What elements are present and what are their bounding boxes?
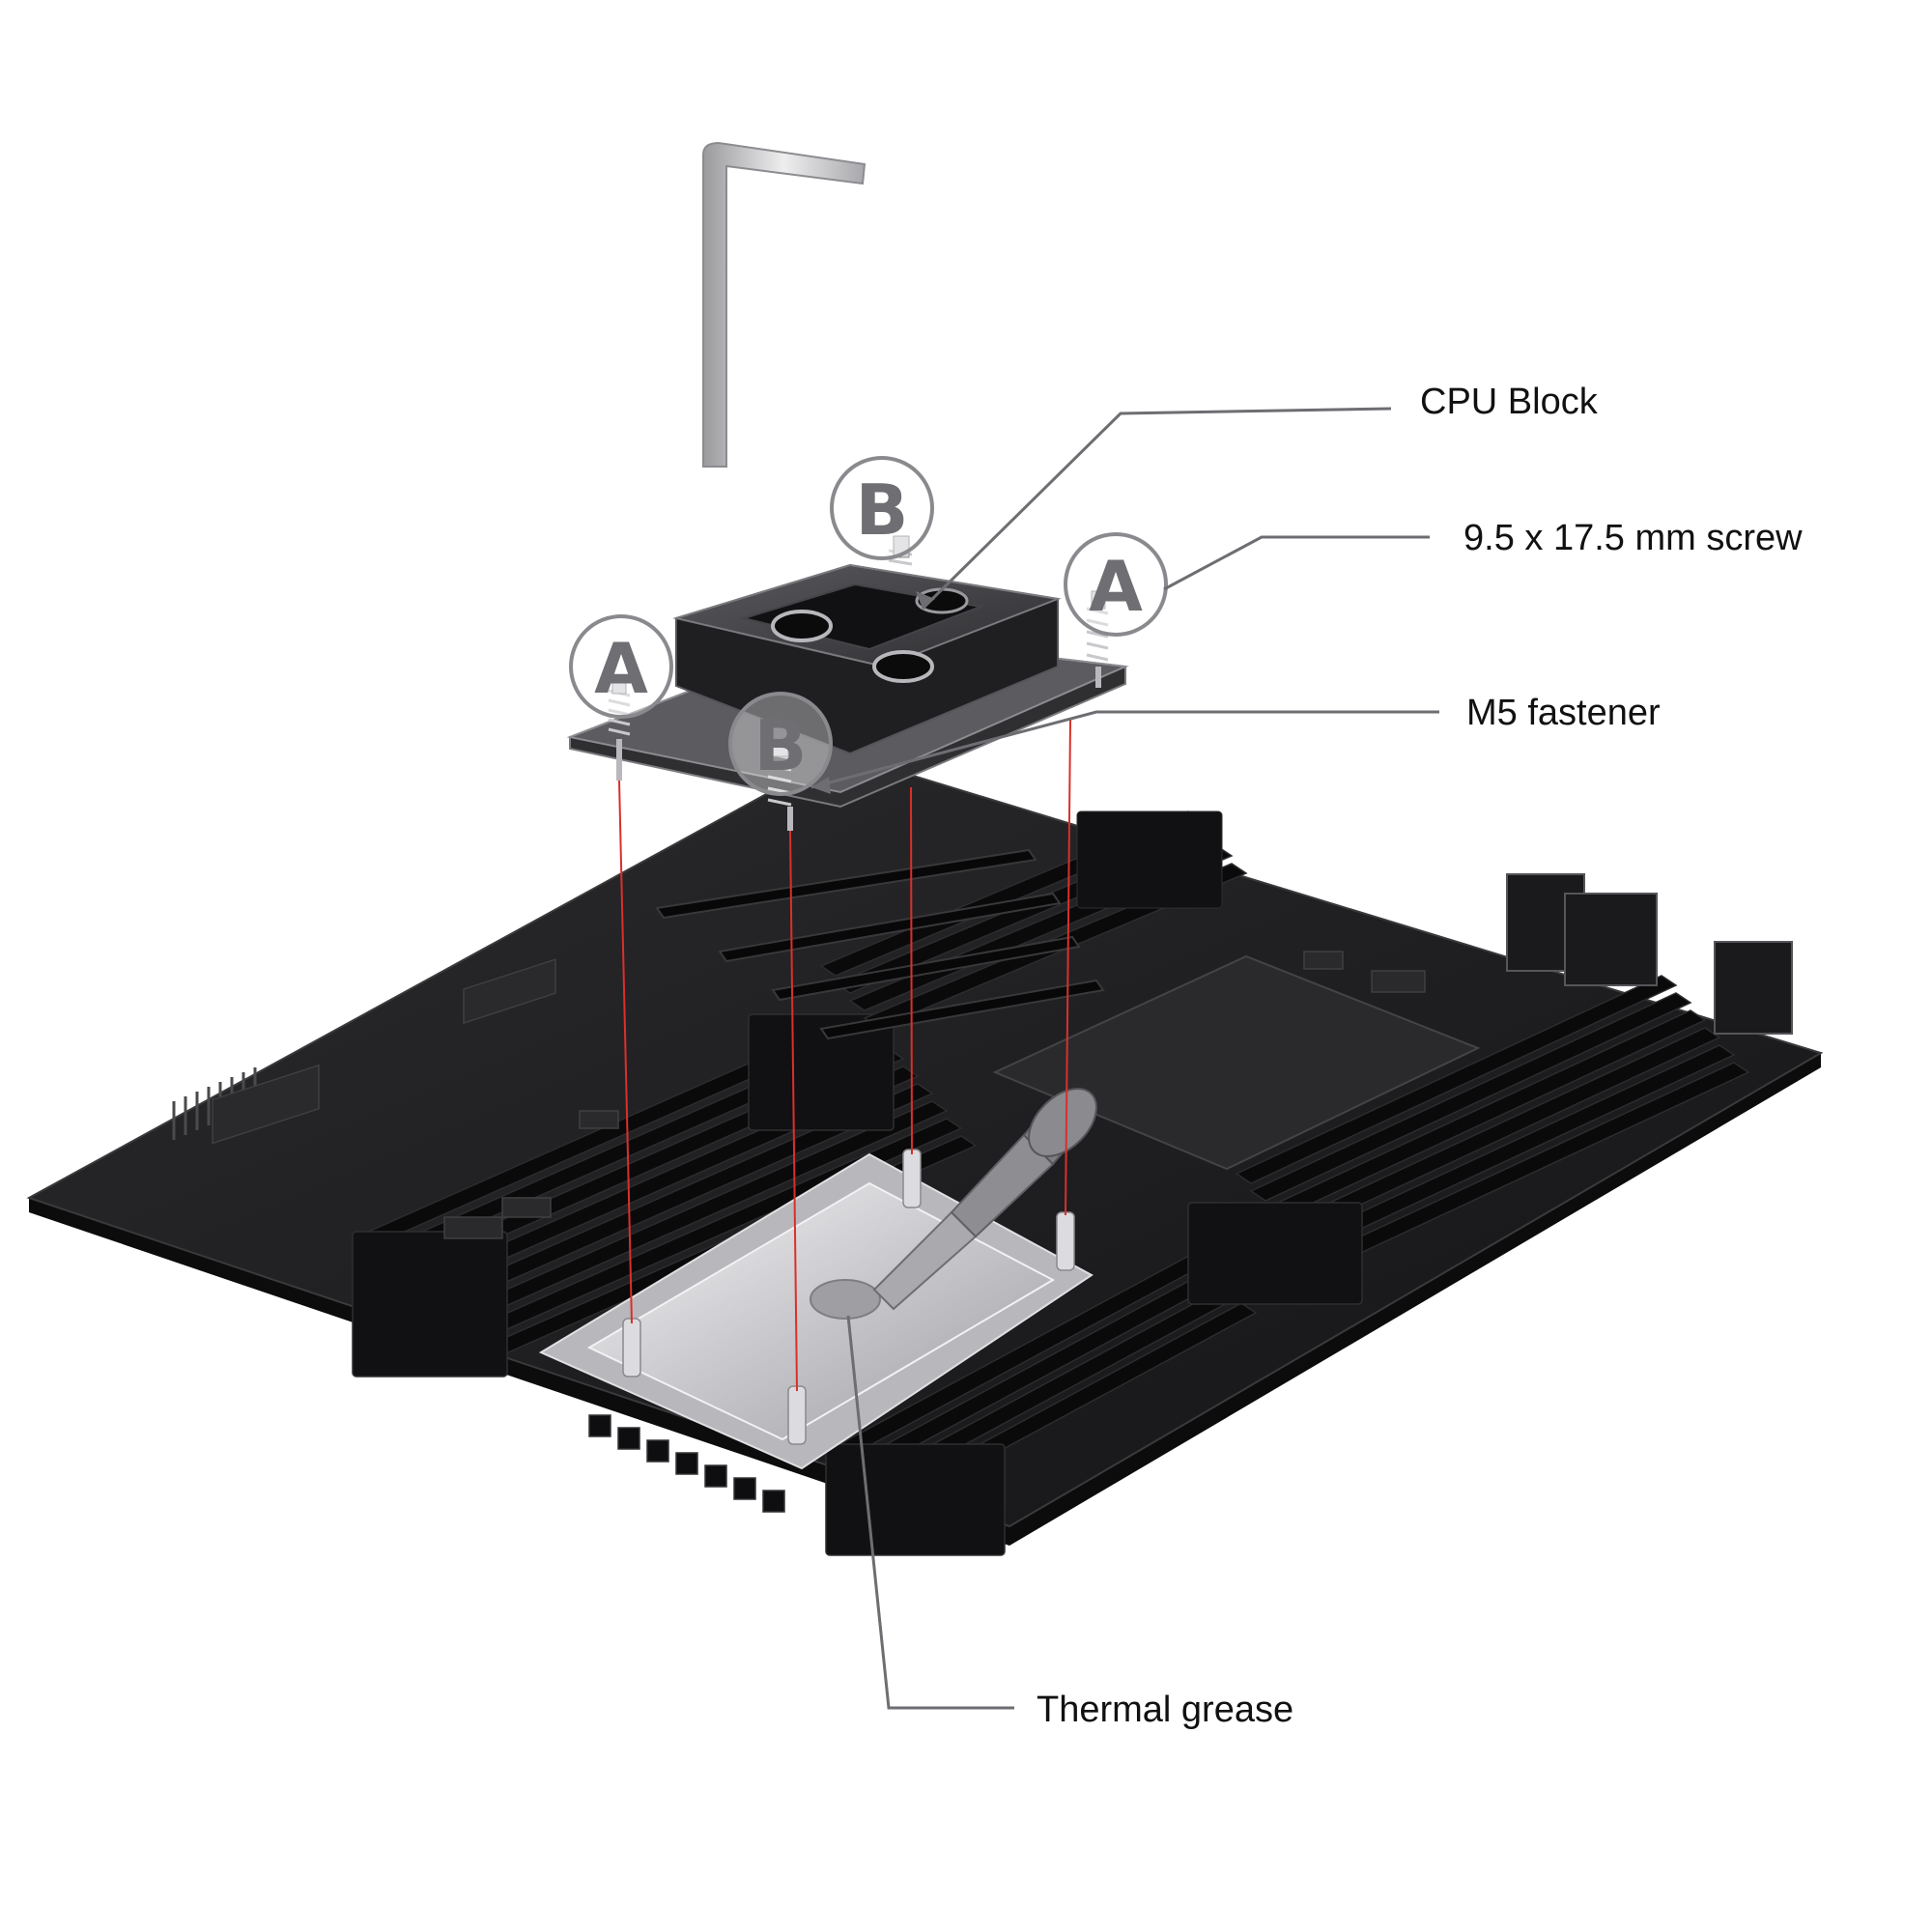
pcie-slots xyxy=(655,848,1105,1040)
thermal-grease-dot xyxy=(810,1279,881,1320)
m5-fasteners xyxy=(608,535,1109,831)
badge-a-right-text: A xyxy=(1089,546,1143,627)
outlet-port xyxy=(872,650,934,683)
spring-front-left xyxy=(608,675,631,781)
label-cpu-block: CPU Block xyxy=(1420,382,1598,422)
leader-cpu-block xyxy=(921,407,1392,611)
leader-lines xyxy=(810,407,1439,1710)
spring-front-mid xyxy=(767,738,793,831)
leader-m5 xyxy=(810,710,1439,789)
badge-b-top-text: B xyxy=(856,469,909,551)
badge-b-front: B xyxy=(728,692,833,796)
motherboard xyxy=(26,752,1824,1556)
cpu-block-icon xyxy=(566,563,1129,809)
badge-a-left: A xyxy=(569,614,673,719)
badge-b-top: B xyxy=(830,456,934,560)
inlet-port xyxy=(771,610,833,642)
spring-back-right xyxy=(1086,590,1109,688)
ram-slots-right xyxy=(1235,975,1750,1271)
secondary-socket-plate xyxy=(992,954,1481,1171)
badge-a-right: A xyxy=(1064,532,1168,637)
leader-screw xyxy=(1163,535,1430,591)
thermal-paste-syringe-icon xyxy=(872,1088,1097,1311)
badge-b-front-text: B xyxy=(754,705,808,786)
io-ports xyxy=(1506,873,1793,1035)
badge-a-left-text: A xyxy=(594,628,648,709)
label-m5-fastener: M5 fastener xyxy=(1466,693,1661,733)
leader-grease xyxy=(846,1315,1014,1710)
allen-key-icon xyxy=(702,141,867,468)
label-thermal-grease: Thermal grease xyxy=(1037,1690,1294,1730)
label-screw: 9.5 x 17.5 mm screw xyxy=(1463,518,1803,558)
alignment-guides xyxy=(618,719,1071,1392)
